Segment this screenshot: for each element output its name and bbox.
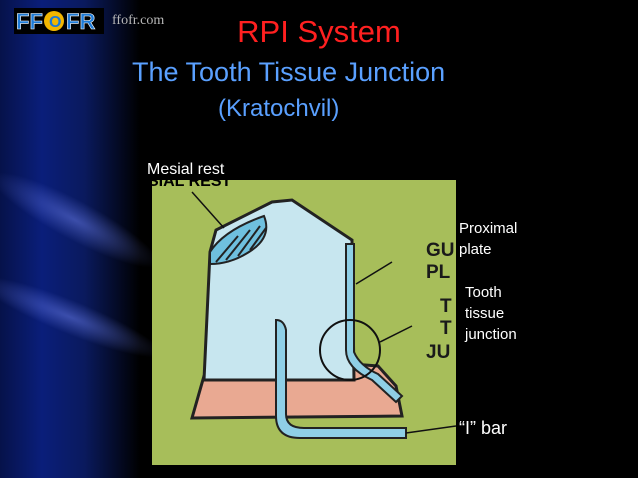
leader-proximal [355, 261, 393, 285]
leader-ibar [405, 425, 456, 434]
label-line: Proximal [459, 220, 518, 237]
i-bar [275, 318, 407, 439]
slide-author: (Kratochvil) [218, 95, 340, 122]
partial-letters: PL [426, 262, 451, 283]
label-line: plate [459, 241, 492, 258]
svg-text:O: O [49, 14, 61, 31]
label-tooth-tissue-junction: Tooth tissue junction [465, 282, 517, 345]
light-streak [0, 263, 170, 371]
partial-letters: GU [426, 240, 455, 261]
label-line: junction [465, 326, 517, 343]
mesial-rest-hatching [215, 225, 267, 263]
junction-circle [319, 319, 381, 381]
proximal-plate [345, 243, 404, 404]
label-i-bar: “I” bar [459, 418, 508, 438]
partial-letters: JU [426, 342, 450, 363]
label-mesial-rest: Mesial rest [147, 161, 225, 178]
label-line: tissue [465, 305, 505, 322]
site-url: ffofr.com [112, 13, 165, 28]
svg-text:FR: FR [66, 9, 95, 34]
label-line: Tooth [465, 284, 502, 301]
partial-letters: T [440, 318, 452, 339]
tooth-diagram: SIAL REST GU PL T T JU [152, 180, 456, 465]
ffofr-logo: FF O FR [14, 8, 104, 34]
light-streak [0, 157, 169, 283]
partial-label-top: SIAL REST [152, 180, 232, 190]
slide-subtitle: The Tooth Tissue Junction [132, 57, 446, 87]
label-proximal-plate: Proximal plate [459, 218, 517, 260]
leader-junction [379, 325, 413, 343]
left-gradient-band [0, 0, 170, 478]
slide-title: RPI System [237, 14, 401, 49]
partial-letters: T [440, 296, 452, 317]
leader-mesial [191, 191, 225, 229]
svg-text:FF: FF [16, 9, 43, 34]
